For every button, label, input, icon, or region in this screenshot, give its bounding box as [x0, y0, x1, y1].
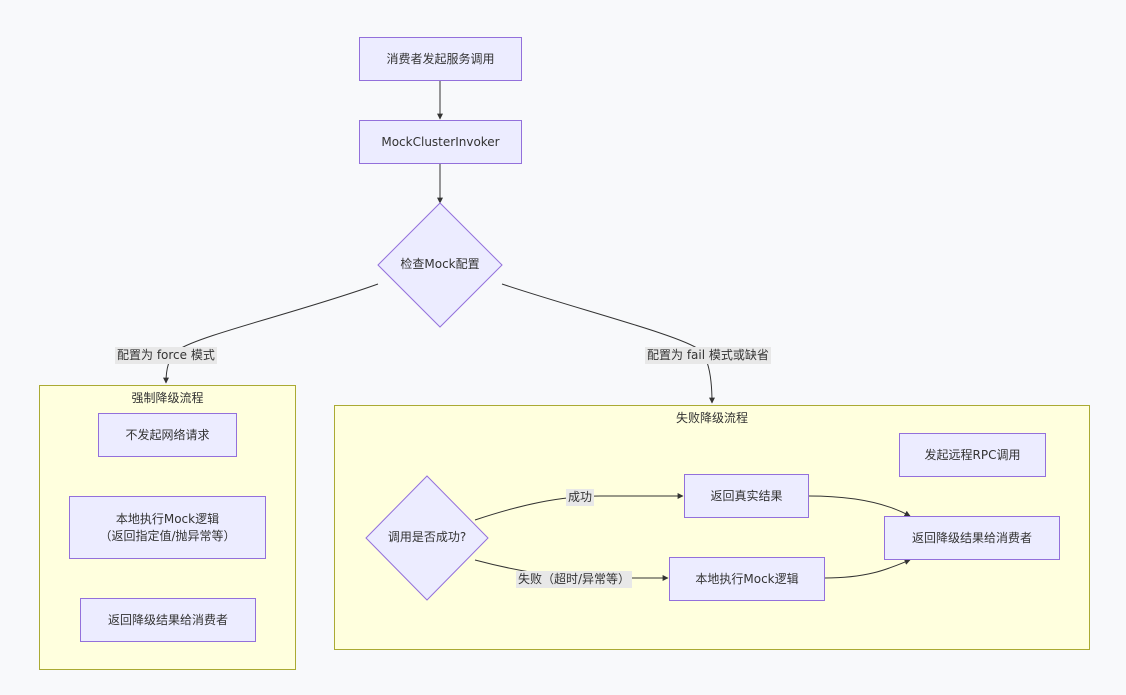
edge-mock-return — [824, 559, 911, 579]
edge-label-fail: 配置为 fail 模式或缺省 — [645, 347, 771, 364]
node-force-return: 返回降级结果给消费者 — [80, 598, 256, 642]
node-invoker: MockClusterInvoker — [359, 120, 522, 164]
decision-label: 调用是否成功? — [387, 530, 467, 544]
edge-label-force: 配置为 force 模式 — [115, 347, 217, 364]
diamond-decision — [365, 475, 489, 601]
edge-check-force — [163, 283, 379, 384]
node-fail-real: 返回真实结果 — [684, 474, 809, 518]
edge-label-failure: 失败（超时/异常等） — [516, 571, 633, 588]
cluster-force-title: 强制降级流程 — [131, 391, 204, 405]
node-force-no-request: 不发起网络请求 — [98, 413, 237, 457]
check-label: 检查Mock配置 — [400, 257, 480, 271]
edge-decision-real — [474, 493, 684, 521]
cluster-fail-title: 失败降级流程 — [675, 411, 748, 425]
node-fail-return: 返回降级结果给消费者 — [884, 516, 1060, 560]
diamond-check — [377, 202, 503, 328]
node-force-local-mock: 本地执行Mock逻辑 （返回指定值/抛异常等） — [69, 496, 266, 559]
node-fail-remote: 发起远程RPC调用 — [899, 433, 1046, 477]
edge-real-return — [808, 495, 911, 517]
edge-label-success: 成功 — [566, 489, 595, 506]
node-fail-local-mock: 本地执行Mock逻辑 — [669, 557, 825, 601]
node-consumer: 消费者发起服务调用 — [359, 37, 522, 81]
edge-check-fail — [501, 283, 715, 404]
